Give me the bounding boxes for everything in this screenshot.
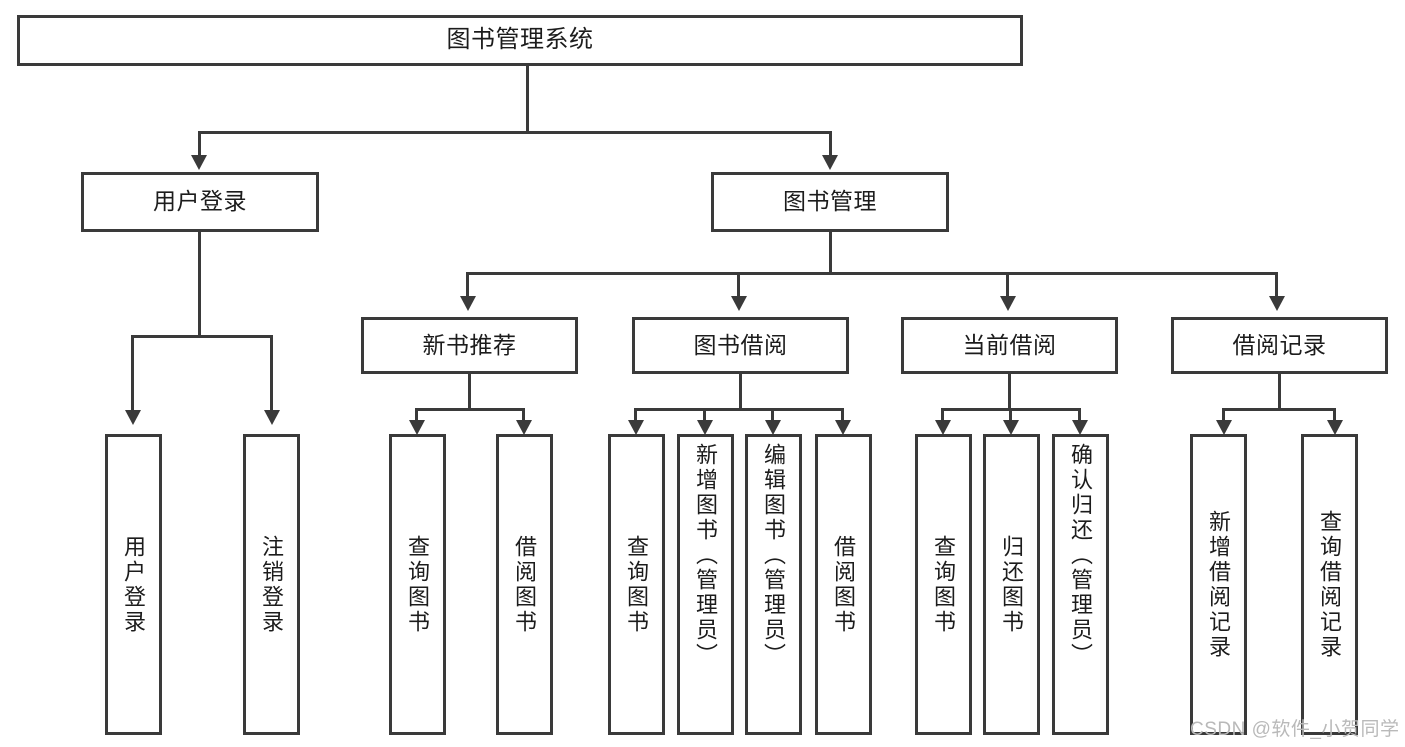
connector-root-stem	[526, 66, 529, 131]
connector-book-manage-drop-1	[466, 272, 469, 296]
arrow-book-borrow-leaf-3	[765, 420, 781, 435]
node-label: 归还图书	[999, 534, 1025, 635]
leaf-return-book[interactable]: 归还图书	[983, 434, 1040, 735]
node-label: 查询借阅记录	[1317, 509, 1343, 660]
connector-new-book-drop-1	[415, 408, 418, 420]
arrow-borrow-record-leaf-2	[1327, 420, 1343, 435]
node-label: 新增图书（管理员）	[693, 443, 719, 668]
node-label: 用户登录	[153, 188, 247, 215]
node-label: 编辑图书（管理员）	[761, 443, 787, 668]
arrow-book-manage-child-2	[731, 296, 747, 311]
leaf-query-record[interactable]: 查询借阅记录	[1301, 434, 1358, 735]
connector-new-book-stem	[468, 374, 471, 408]
arrow-book-manage-child-1	[460, 296, 476, 311]
arrow-book-borrow-leaf-4	[835, 420, 851, 435]
connector-user-login-drop-1	[131, 335, 134, 410]
connector-book-borrow-drop-2	[703, 408, 706, 420]
node-label: 查询图书	[931, 534, 957, 635]
leaf-query-book-2[interactable]: 查询图书	[608, 434, 665, 735]
connector-book-borrow-stem	[739, 374, 742, 408]
arrow-root-to-user-login	[191, 155, 207, 170]
connector-user-login-bar	[131, 335, 273, 338]
connector-user-login-drop-2	[270, 335, 273, 410]
connector-book-borrow-bar	[634, 408, 844, 411]
connector-borrow-record-drop-2	[1333, 408, 1336, 420]
node-label: 借阅记录	[1232, 331, 1327, 358]
arrow-current-borrow-leaf-1	[935, 420, 951, 435]
node-label: 注销登录	[259, 534, 285, 635]
node-label: 借阅图书	[512, 534, 538, 635]
connector-new-book-drop-2	[522, 408, 525, 420]
arrow-new-book-leaf-2	[516, 420, 532, 435]
connector-book-manage-drop-4	[1275, 272, 1278, 296]
arrow-borrow-record-leaf-1	[1216, 420, 1232, 435]
node-label: 图书管理系统	[446, 26, 594, 54]
node-label: 查询图书	[624, 534, 650, 635]
node-book-manage[interactable]: 图书管理	[711, 172, 949, 232]
connector-current-borrow-drop-3	[1078, 408, 1081, 420]
connector-new-book-bar	[415, 408, 525, 411]
arrow-current-borrow-leaf-3	[1072, 420, 1088, 435]
arrow-book-borrow-leaf-1	[628, 420, 644, 435]
node-label: 查询图书	[405, 534, 431, 635]
node-current-borrow[interactable]: 当前借阅	[901, 317, 1118, 374]
arrow-book-borrow-leaf-2	[697, 420, 713, 435]
node-label: 用户登录	[121, 534, 147, 635]
arrow-user-login-leaf-2	[264, 410, 280, 425]
leaf-edit-book[interactable]: 编辑图书（管理员）	[745, 434, 802, 735]
arrow-current-borrow-leaf-2	[1003, 420, 1019, 435]
connector-current-borrow-drop-1	[941, 408, 944, 420]
connector-book-borrow-drop-4	[841, 408, 844, 420]
connector-book-manage-stem	[829, 232, 832, 272]
connector-current-borrow-drop-2	[1009, 408, 1012, 420]
node-user-login[interactable]: 用户登录	[81, 172, 319, 232]
connector-current-borrow-stem	[1008, 374, 1011, 408]
connector-book-manage-bar	[466, 272, 1278, 275]
node-book-borrow[interactable]: 图书借阅	[632, 317, 849, 374]
node-label: 图书管理	[783, 188, 877, 215]
node-label: 借阅图书	[831, 534, 857, 635]
arrow-user-login-leaf-1	[125, 410, 141, 425]
leaf-borrow-book-1[interactable]: 借阅图书	[496, 434, 553, 735]
node-new-book-recommend[interactable]: 新书推荐	[361, 317, 578, 374]
arrow-book-manage-child-4	[1269, 296, 1285, 311]
arrow-new-book-leaf-1	[409, 420, 425, 435]
connector-root-bar	[198, 131, 832, 134]
connector-book-manage-drop-2	[737, 272, 740, 296]
connector-borrow-record-drop-1	[1222, 408, 1225, 420]
leaf-query-book-3[interactable]: 查询图书	[915, 434, 972, 735]
connector-user-login-stem	[198, 232, 201, 335]
node-root-book-management-system[interactable]: 图书管理系统	[17, 15, 1023, 66]
csdn-watermark: CSDN @软件_小贺同学	[1190, 719, 1400, 740]
node-label: 图书借阅	[693, 331, 788, 358]
leaf-confirm-return[interactable]: 确认归还（管理员）	[1052, 434, 1109, 735]
leaf-add-record[interactable]: 新增借阅记录	[1190, 434, 1247, 735]
connector-book-borrow-drop-1	[634, 408, 637, 420]
arrow-root-to-book-manage	[822, 155, 838, 170]
node-borrow-record[interactable]: 借阅记录	[1171, 317, 1388, 374]
leaf-user-login[interactable]: 用户登录	[105, 434, 162, 735]
connector-root-to-book-manage	[829, 131, 832, 155]
leaf-add-book[interactable]: 新增图书（管理员）	[677, 434, 734, 735]
node-label: 新书推荐	[422, 331, 517, 358]
connector-borrow-record-bar	[1222, 408, 1336, 411]
connector-root-to-user-login	[198, 131, 201, 155]
leaf-query-book-1[interactable]: 查询图书	[389, 434, 446, 735]
connector-book-manage-drop-3	[1006, 272, 1009, 296]
arrow-book-manage-child-3	[1000, 296, 1016, 311]
connector-book-borrow-drop-3	[771, 408, 774, 420]
connector-borrow-record-stem	[1278, 374, 1281, 408]
node-label: 确认归还（管理员）	[1068, 443, 1094, 668]
node-label: 当前借阅	[962, 331, 1057, 358]
leaf-user-logout[interactable]: 注销登录	[243, 434, 300, 735]
node-label: 新增借阅记录	[1206, 509, 1232, 660]
leaf-borrow-book-2[interactable]: 借阅图书	[815, 434, 872, 735]
